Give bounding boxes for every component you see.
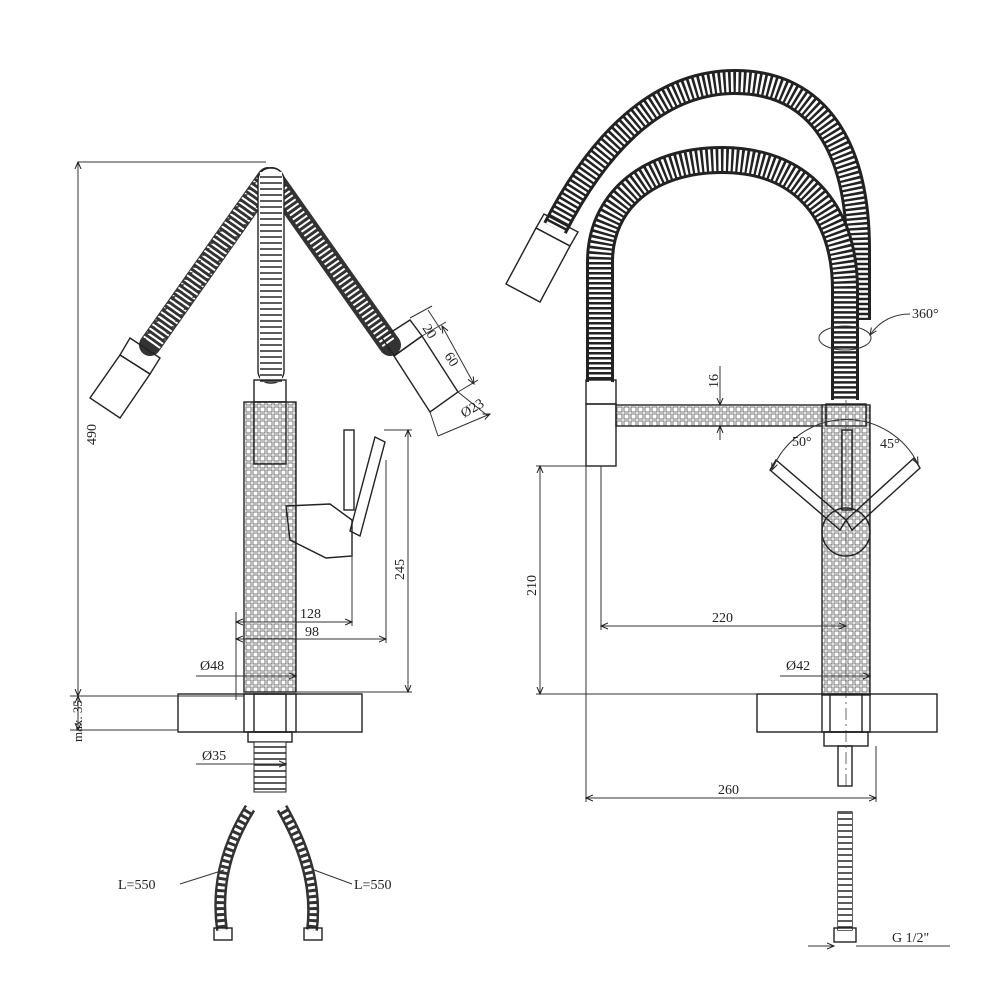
front-deck xyxy=(756,693,938,733)
side-spray-right-head xyxy=(393,335,459,413)
dim-reach-handle-label: 128 xyxy=(300,607,321,622)
dim-spray-diameter xyxy=(437,414,490,437)
side-hose-coils xyxy=(260,172,282,382)
side-body xyxy=(243,401,297,693)
side-supply-pipes xyxy=(253,741,287,793)
front-outer-spring-coils xyxy=(546,71,868,320)
dim-spray-length xyxy=(442,326,474,384)
front-spray-head xyxy=(505,227,571,303)
dim-hose-right-label: L=550 xyxy=(354,878,391,893)
side-nut xyxy=(247,731,293,743)
side-handle-lever[interactable] xyxy=(343,429,355,511)
front-spout-collar xyxy=(585,379,617,405)
front-arm xyxy=(615,404,827,427)
side-hose-right-tilted xyxy=(261,167,459,413)
front-spout-arc-coils xyxy=(589,148,856,400)
dim-footprint-label: 260 xyxy=(718,783,739,798)
side-handle[interactable] xyxy=(285,429,386,559)
dim-spout-height-label: 210 xyxy=(525,575,540,596)
dim-front-body-diameter-label: Ø42 xyxy=(786,659,810,674)
dim-angle-left-label: 50° xyxy=(792,435,812,450)
dim-hose-left-label: L=550 xyxy=(118,878,155,893)
front-handle-hub[interactable] xyxy=(821,507,871,557)
dim-mount-thickness-label: max. 35 xyxy=(70,700,85,742)
side-spout-socket xyxy=(253,401,287,465)
dim-spray-collar xyxy=(427,309,442,331)
dim-thread-diameter-label: Ø35 xyxy=(202,749,226,764)
side-handle-lever-tilted[interactable] xyxy=(349,435,386,538)
dim-connection-label: G 1/2" xyxy=(892,931,929,946)
dim-arm-thickness-label: 16 xyxy=(707,374,722,388)
dim-handle-height-label: 245 xyxy=(393,559,408,580)
dim-hose-right-leader xyxy=(313,869,353,885)
front-rotation-leader xyxy=(870,313,911,335)
side-view: 490 max. 35 245 128 98 Ø48 Ø35 L=550 L=5… xyxy=(70,162,490,941)
side-mount-thread xyxy=(253,693,287,733)
side-deck xyxy=(177,693,363,733)
dim-spout-reach-label: 220 xyxy=(712,611,733,626)
dim-spray-diameter-label: Ø23 xyxy=(459,396,487,421)
dim-spray-length-label: 60 xyxy=(441,350,461,370)
dim-reach-body-label: 98 xyxy=(305,625,319,640)
dim-body-diameter-label: Ø48 xyxy=(200,659,224,674)
dim-angle-right-label: 45° xyxy=(880,437,900,452)
front-spout-arc xyxy=(586,145,859,400)
front-handle-lever[interactable] xyxy=(841,429,853,511)
side-fitting-right xyxy=(303,927,323,941)
side-fitting-left xyxy=(213,927,233,941)
front-rotation-ellipse xyxy=(818,325,872,351)
dim-handle-angles-arc xyxy=(772,419,918,470)
front-fitting xyxy=(833,927,857,943)
front-supply-pipe xyxy=(837,745,853,787)
dim-hose-left-leader xyxy=(179,869,225,885)
side-deck-hole xyxy=(243,693,297,733)
dim-height-total-label: 490 xyxy=(85,424,100,445)
dim-spray-collar-label: 20 xyxy=(419,322,439,342)
front-rotation-label: 360° xyxy=(912,307,939,322)
front-flex-hose-coils xyxy=(838,812,852,930)
side-spray-left-head xyxy=(89,354,151,419)
front-spout-holder xyxy=(585,403,617,467)
side-hose-left-tilted xyxy=(89,167,279,419)
front-view: 50° 45° 360° 16 210 220 Ø42 xyxy=(505,68,950,946)
